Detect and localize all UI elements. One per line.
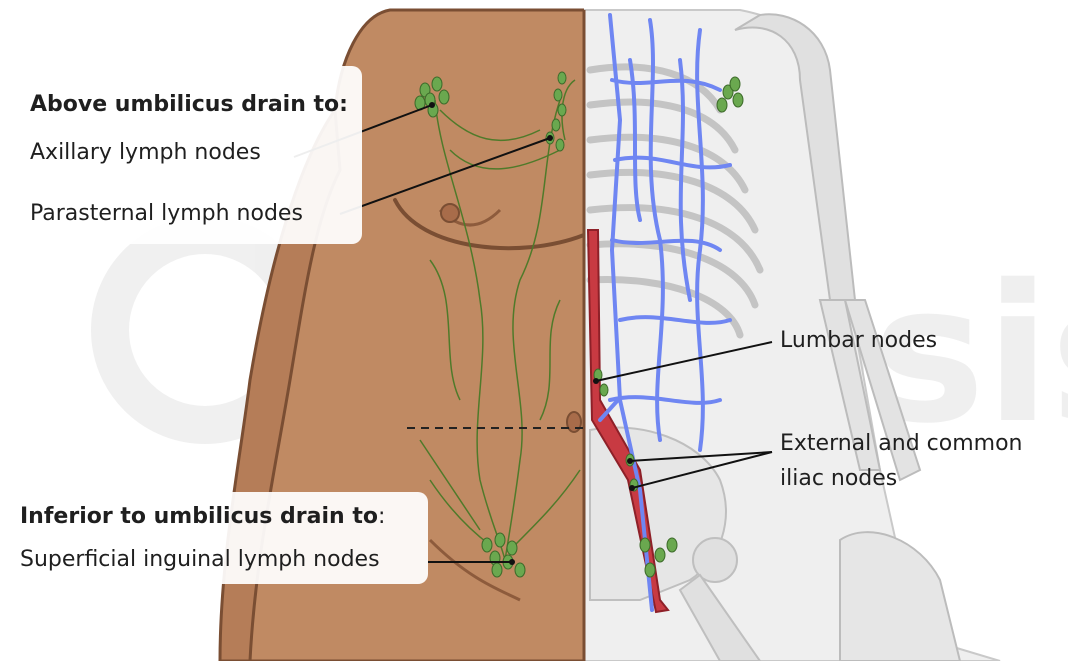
inferior-heading-bold: Inferior to umbilicus drain to bbox=[20, 504, 378, 529]
iliac-label-line1: External and common bbox=[780, 430, 1022, 458]
inguinal-label: Superficial inguinal lymph nodes bbox=[20, 546, 380, 574]
lumbar-label: Lumbar nodes bbox=[780, 327, 937, 355]
parasternal-label: Parasternal lymph nodes bbox=[30, 200, 303, 228]
inferior-umbilicus-heading: Inferior to umbilicus drain to: bbox=[20, 503, 385, 531]
above-umbilicus-heading: Above umbilicus drain to: bbox=[30, 91, 348, 119]
axillary-label: Axillary lymph nodes bbox=[30, 139, 261, 167]
inferior-heading-colon: : bbox=[378, 504, 385, 529]
iliac-label-line2: iliac nodes bbox=[780, 465, 897, 493]
